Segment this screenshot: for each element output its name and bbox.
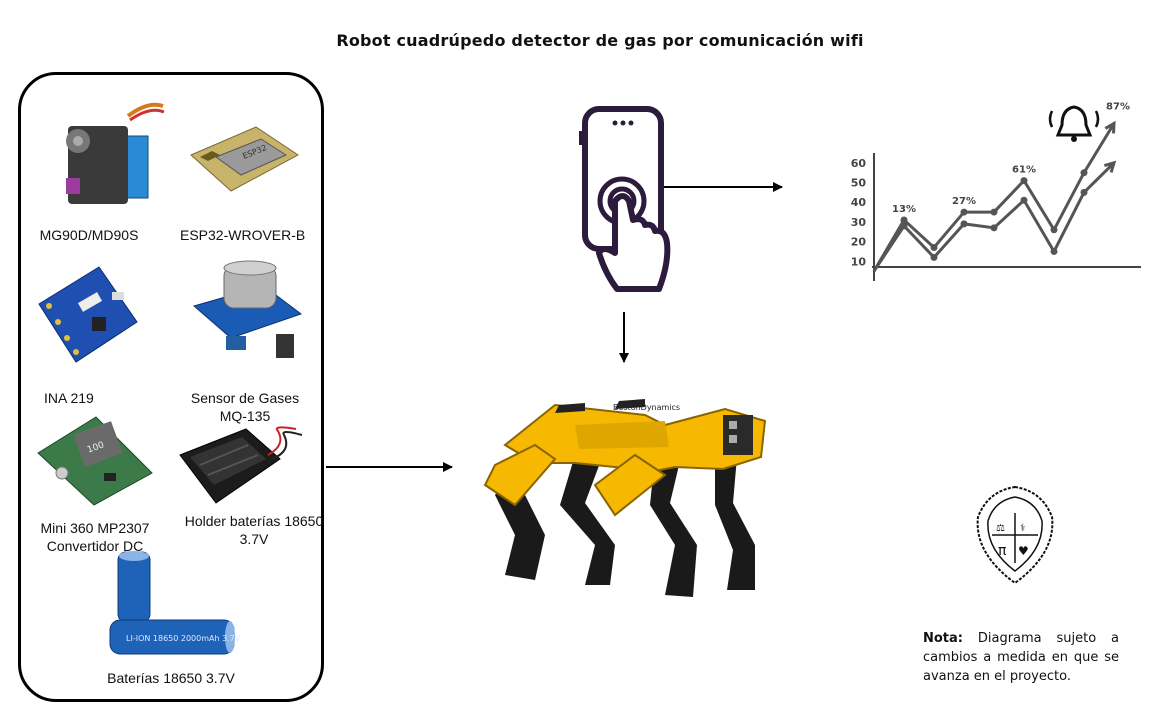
note-label: Nota: bbox=[923, 631, 963, 646]
data-point bbox=[990, 208, 998, 216]
data-point bbox=[1020, 196, 1028, 204]
diagram-title: Robot cuadrúpedo detector de gas por com… bbox=[336, 31, 864, 50]
y-tick-label: 50 bbox=[851, 177, 867, 190]
project-note: Nota: Diagrama sujeto a cambios a medida… bbox=[923, 629, 1119, 686]
data-point bbox=[1020, 177, 1028, 185]
data-point bbox=[930, 244, 938, 252]
battery-cells-icon: LI-ION 18650 2000mAh 3.7V bbox=[109, 551, 241, 655]
component-label-gas-sensor: Sensor de Gases MQ-135 bbox=[190, 390, 300, 424]
components-panel bbox=[18, 72, 324, 702]
battery-holder-icon bbox=[179, 426, 303, 504]
data-annotation: 87% bbox=[1106, 101, 1130, 112]
data-point bbox=[1080, 169, 1088, 177]
series-line bbox=[872, 122, 1116, 272]
gas-level-chart: 10 20 30 40 50 60 13% 27% 61% 87% bbox=[851, 101, 1141, 281]
y-tick-label: 30 bbox=[851, 216, 867, 229]
data-point bbox=[900, 216, 908, 224]
university-seal-icon: π ♥ ⚖ ⚕ bbox=[976, 485, 1054, 585]
component-label-ina219: INA 219 bbox=[44, 390, 94, 406]
series-arrowhead bbox=[1104, 120, 1116, 134]
series-arrowhead bbox=[1103, 160, 1117, 173]
component-label-servo: MG90D/MD90S bbox=[39, 227, 139, 243]
y-tick-label: 40 bbox=[851, 196, 867, 209]
component-label-battery-holder: Holder baterías 18650 3.7V bbox=[184, 513, 324, 547]
data-point bbox=[1050, 247, 1058, 255]
data-annotation: 61% bbox=[1012, 165, 1036, 176]
svg-text:⚕: ⚕ bbox=[1020, 523, 1025, 534]
data-point bbox=[930, 253, 938, 261]
component-label-dc-converter: Mini 360 MP2307 Convertidor DC bbox=[40, 520, 150, 554]
gas-sensor-icon bbox=[192, 260, 303, 358]
data-point bbox=[960, 220, 968, 228]
robot-quadruped-illustration: BostonDynamics bbox=[483, 399, 767, 597]
data-annotation: 13% bbox=[892, 204, 916, 215]
robot-brand-label: BostonDynamics bbox=[613, 403, 680, 412]
svg-text:⚖: ⚖ bbox=[996, 523, 1005, 534]
component-label-esp32: ESP32-WROVER-B bbox=[180, 227, 306, 243]
svg-text:LI-ION 18650 2000mAh 3.7V: LI-ION 18650 2000mAh 3.7V bbox=[126, 634, 241, 643]
note-text: Diagrama sujeto a cambios a medida en qu… bbox=[923, 631, 1119, 684]
svg-text:♥: ♥ bbox=[1018, 544, 1029, 558]
data-point bbox=[1050, 226, 1058, 234]
data-point bbox=[960, 208, 968, 216]
dc-converter-icon: 100 bbox=[37, 416, 153, 506]
svg-text:π: π bbox=[998, 543, 1007, 559]
smartphone-touch-icon bbox=[579, 106, 671, 292]
data-point bbox=[990, 224, 998, 232]
ina219-sensor-icon bbox=[38, 266, 138, 363]
series-line bbox=[872, 161, 1116, 272]
component-label-batteries: Baterías 18650 3.7V bbox=[107, 670, 235, 686]
servo-motor-icon bbox=[66, 102, 165, 204]
y-tick-label: 20 bbox=[851, 236, 867, 249]
esp32-module-icon: ESP32 bbox=[190, 126, 299, 192]
data-point bbox=[1080, 188, 1088, 196]
y-tick-label: 60 bbox=[851, 157, 867, 170]
data-point bbox=[900, 222, 908, 230]
y-tick-label: 10 bbox=[851, 255, 867, 268]
alarm-bell-icon bbox=[1048, 105, 1100, 142]
data-annotation: 27% bbox=[952, 196, 976, 207]
